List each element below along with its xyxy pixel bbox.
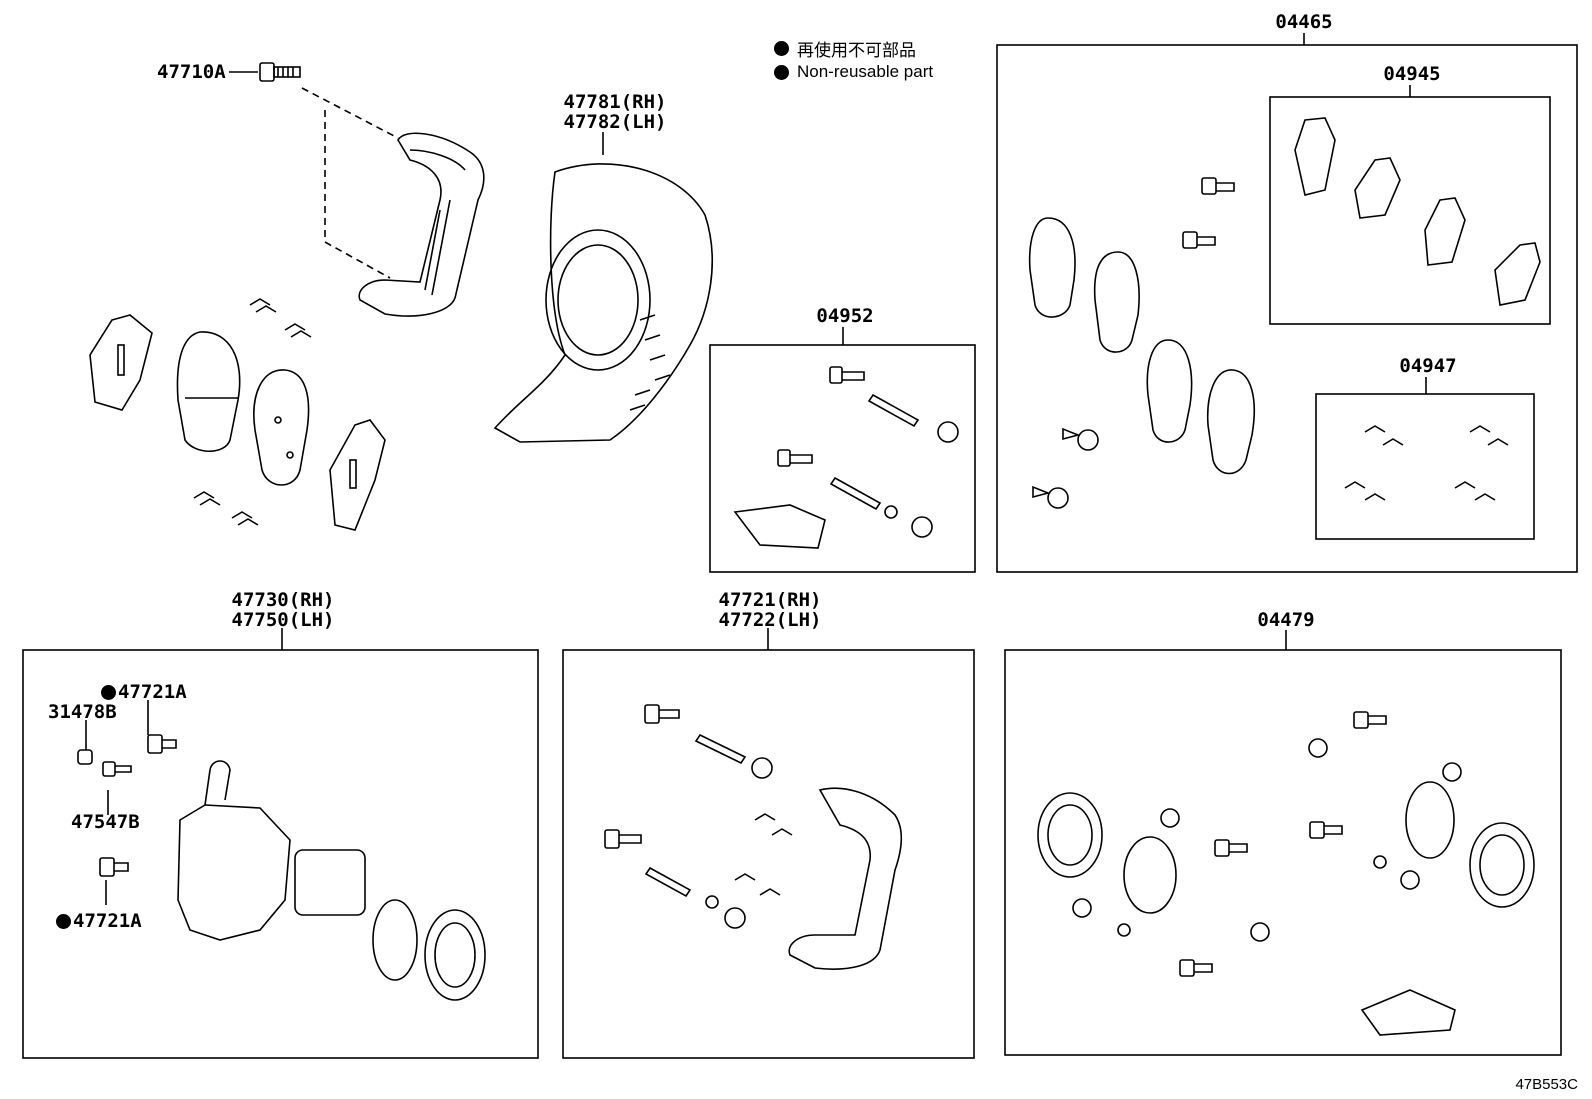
part-label-04952[interactable]: 04952 <box>816 305 874 327</box>
pad-clip-icon <box>193 298 312 526</box>
legend-jp-text: 再使用不可部品 <box>797 41 916 60</box>
part-label-04947[interactable]: 04947 <box>1399 355 1457 377</box>
legend-en-text: Non-reusable part <box>797 62 934 81</box>
legend-jp: 再使用不可部品 <box>774 36 916 61</box>
part-label-47781[interactable]: 47781(RH) <box>563 91 667 113</box>
non-reusable-dot-icon <box>101 685 116 700</box>
caliper-bracket-icon <box>358 132 485 317</box>
part-label-47547B[interactable]: 47547B <box>71 811 140 833</box>
dust-cover-icon <box>493 163 714 443</box>
box-47730 <box>22 649 539 1059</box>
pad-shim-icon <box>329 419 386 531</box>
pad-shim-icon <box>89 314 153 411</box>
non-reusable-dot-icon <box>774 41 789 56</box>
box-04947 <box>1315 393 1535 540</box>
box-47721 <box>562 649 975 1059</box>
pad-kit-icon <box>1028 177 1255 509</box>
part-label-47750[interactable]: 47750(LH) <box>231 609 335 631</box>
bolt-icon <box>259 62 301 82</box>
part-label-47710A[interactable]: 47710A <box>157 61 226 83</box>
caliper-assembly-icon <box>77 734 486 1001</box>
clip-set-icon <box>1344 425 1509 501</box>
box-04945 <box>1269 96 1551 325</box>
box-04465 <box>996 44 1578 573</box>
guide-pin-kit-icon <box>733 366 959 549</box>
part-label-47721-rh[interactable]: 47721(RH) <box>718 589 822 611</box>
part-label-04945[interactable]: 04945 <box>1383 63 1441 85</box>
legend-en: Non-reusable part <box>774 62 933 82</box>
part-label-47721A-top[interactable]: 47721A <box>118 681 187 703</box>
non-reusable-dot-icon <box>56 914 71 929</box>
part-label-47721A-bottom[interactable]: 47721A <box>73 910 142 932</box>
seal-kit-icon <box>1037 711 1535 1036</box>
bracket-kit-icon <box>604 704 903 970</box>
part-label-47730[interactable]: 47730(RH) <box>231 589 335 611</box>
brake-pad-icon <box>176 331 241 453</box>
non-reusable-dot-icon <box>774 64 789 80</box>
shim-set-icon <box>1294 117 1541 306</box>
brake-pad-icon <box>253 369 310 486</box>
part-label-47722[interactable]: 47722(LH) <box>718 609 822 631</box>
box-04479 <box>1004 649 1562 1056</box>
part-label-31478B[interactable]: 31478B <box>48 701 117 723</box>
part-label-04479[interactable]: 04479 <box>1257 609 1315 631</box>
part-label-47782[interactable]: 47782(LH) <box>563 111 667 133</box>
diagram-reference-code: 47B553C <box>1515 1076 1578 1093</box>
assembly-dashed-line <box>301 87 399 279</box>
part-label-04465[interactable]: 04465 <box>1275 11 1333 33</box>
